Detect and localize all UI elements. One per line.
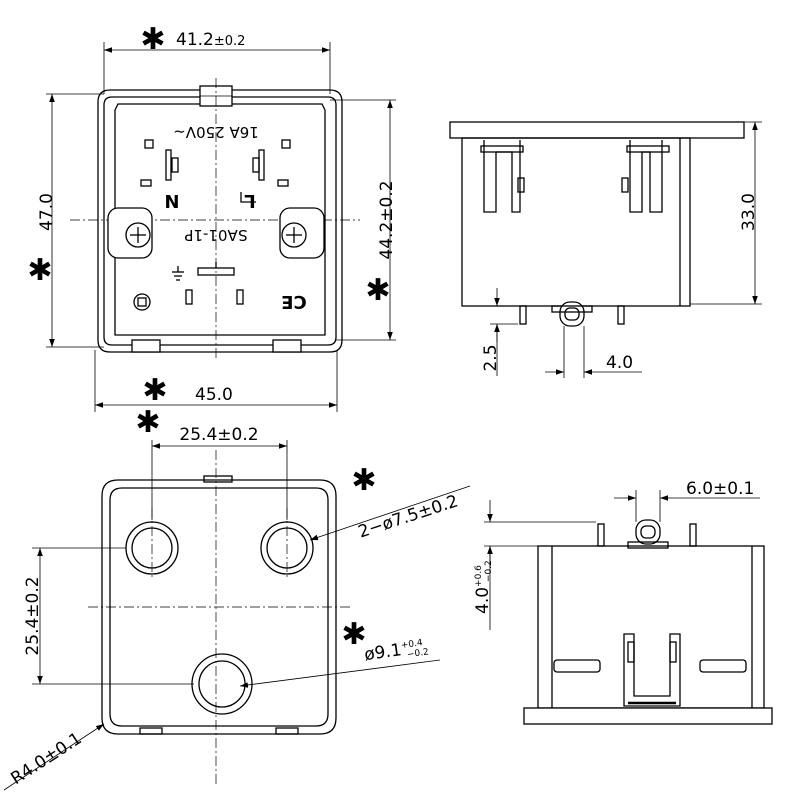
marking-rating: 16A 250V~ [173, 123, 259, 141]
front-width-top: 41.2 [176, 30, 214, 50]
side-view: 33.0 2.5 4.0 [449, 121, 762, 378]
bottom-large-hole-tol-minus: −0.2 [406, 647, 429, 660]
front-height-left: 47.0 [37, 193, 57, 231]
svg-text:6.0±0.1: 6.0±0.1 [686, 479, 754, 499]
side-pin-height: 2.5 [481, 344, 501, 371]
end-lug-width: 6.0±0.1 [686, 479, 754, 499]
end-pin-length: 4.0 [473, 587, 493, 614]
bottom-hole-spacing-y: 25.4±0.2 [23, 576, 43, 655]
critical-dimension-star: ✱ [135, 405, 160, 440]
end-view: 6.0±0.1 4.0+0.6−0.2 [473, 479, 773, 725]
marking-n: N [164, 190, 179, 211]
svg-text:4.0+0.6−0.2: 4.0+0.6−0.2 [473, 560, 494, 614]
svg-text:41.2±0.2: 41.2±0.2 [176, 30, 245, 50]
bottom-hole-spacing-x: 25.4±0.2 [179, 425, 258, 445]
critical-dimension-star: ✱ [142, 373, 167, 408]
bottom-small-holes: 2−ø7.5±0.2 [356, 491, 461, 542]
svg-text:ø9.1+0.4−0.2: ø9.1+0.4−0.2 [363, 636, 429, 666]
critical-dimension-star: ✱ [140, 22, 165, 57]
side-height: 33.0 [739, 193, 759, 231]
bottom-large-hole: ø9.1 [363, 640, 403, 665]
bottom-corner-radius: R4.0±0.1 [7, 729, 85, 789]
bottom-large-hole-tol-plus: +0.4 [400, 638, 423, 651]
end-pin-length-tol-plus: +0.6 [474, 565, 484, 587]
critical-dimension-star: ✱ [365, 273, 390, 308]
bottom-view: ✱ 25.4±0.2 25.4±0.2 ✱ 2−ø7.5±0.2 ✱ ø9.1+… [3, 405, 471, 791]
front-width-bottom: 45.0 [195, 385, 233, 405]
marking-l: L [244, 190, 255, 211]
front-width-top-tol: ±0.2 [214, 34, 246, 49]
marking-ce: CE [281, 291, 307, 312]
critical-dimension-star: ✱ [351, 463, 376, 498]
end-pin-length-tol-minus: −0.2 [484, 560, 494, 582]
marking-model: SA01-1P [184, 226, 247, 244]
side-pin-width: 4.0 [606, 353, 633, 373]
front-height-right: 44.2±0.2 [377, 180, 397, 259]
critical-dimension-star: ✱ [27, 253, 52, 288]
critical-dimension-star: ✱ [341, 617, 366, 652]
front-view: 16A 250V~ N L SA01-1P CE ✱ 41.2±0.2 47.0… [27, 22, 397, 412]
